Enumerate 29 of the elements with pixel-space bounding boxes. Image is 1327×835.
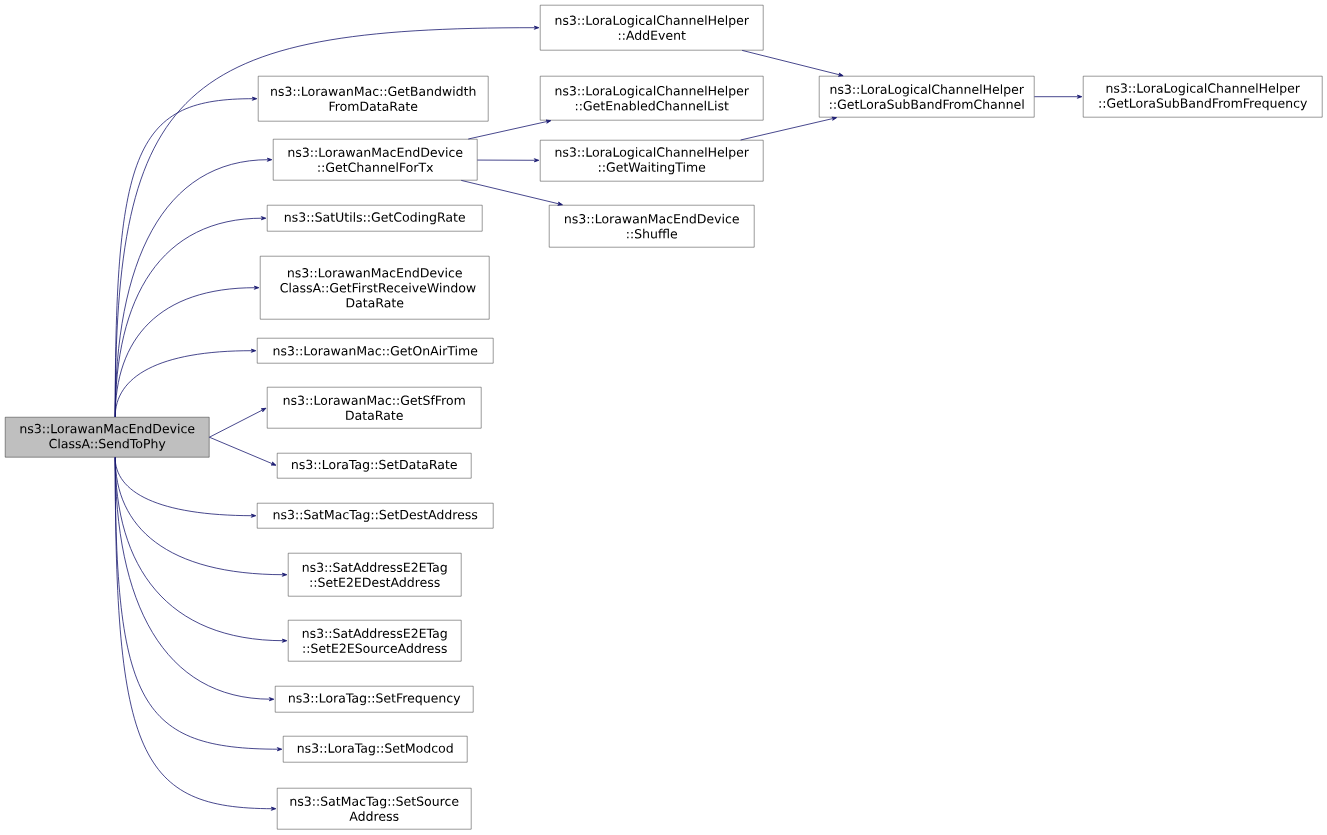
function-box: ns3::SatUtils::GetCodingRate [267, 205, 483, 232]
arrow [114, 348, 257, 418]
function-box: ns3::LorawanMacEndDevice ClassA::SendToPhy [5, 417, 210, 458]
arrow [467, 119, 552, 140]
function-box: ns3::LorawanMacEndDevice ::Shuffle [549, 205, 755, 248]
function-box: ns3::SatMacTag::SetSource Address [277, 788, 472, 830]
arrow [460, 180, 563, 206]
function-box: ns3::LorawanMacEndDevice ClassA::GetFirstReceiveWindow DataRate [260, 256, 490, 320]
function-box: ns3::LoraTag::SetFrequency [275, 686, 474, 713]
function-box: ns3::LoraTag::SetModcod [283, 736, 468, 763]
arrow [209, 436, 277, 466]
function-box: ns3::SatAddressE2ETag ::SetE2ESourceAddress [288, 620, 462, 662]
function-box: ns3::LoraLogicalChannelHelper ::GetEnabledChannelList [540, 76, 764, 121]
function-box: ns3::LoraLogicalChannelHelper ::GetLoraSubBandFromFrequency [1083, 76, 1323, 118]
function-box: ns3::SatMacTag::SetDestAddress [257, 503, 494, 529]
arrow [114, 457, 277, 811]
function-box: ns3::LoraLogicalChannelHelper ::GetWaitingTime [540, 140, 764, 182]
function-box: ns3::LoraLogicalChannelHelper ::GetLoraSubBandFromChannel [819, 76, 1035, 118]
arrow [741, 50, 844, 77]
function-box: ns3::SatAddressE2ETag ::SetE2EDestAddress [288, 553, 462, 597]
function-box: ns3::LorawanMac::GetSfFrom DataRate [267, 387, 482, 429]
function-box: ns3::LoraLogicalChannelHelper ::AddEvent [540, 5, 764, 51]
function-box: ns3::LorawanMac::GetOnAirTime [257, 338, 494, 364]
function-box: ns3::LorawanMac::GetBandwidth FromDataRate [258, 76, 489, 122]
arrow [477, 158, 540, 163]
arrow [1034, 94, 1083, 99]
function-box: ns3::LorawanMacEndDevice ::GetChannelForTx [273, 139, 478, 181]
arrow [209, 407, 267, 438]
function-box: ns3::LoraTag::SetDataRate [277, 453, 472, 479]
